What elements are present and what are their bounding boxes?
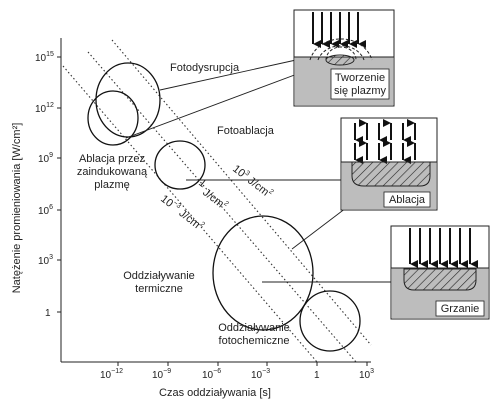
x-tick-label: 10−9 xyxy=(152,368,171,381)
label-ablacja-plazma-3: plazmę xyxy=(94,179,129,191)
label-termiczne-2: termiczne xyxy=(135,283,183,295)
inset-ablation: Ablacja xyxy=(340,117,438,211)
x-ticks: 10−12 10−9 10−6 10−3 1 103 xyxy=(100,362,374,381)
y-tick-label: 109 xyxy=(38,152,53,165)
y-tick-label: 1 xyxy=(45,308,51,319)
x-axis-label: Czas oddziaływania [s] xyxy=(159,387,271,399)
inset-plasma: Tworzenie się plazmy xyxy=(293,9,395,107)
region-fotodysrupcja xyxy=(95,62,161,138)
x-tick-label: 10−12 xyxy=(100,368,123,381)
y-axis-label: Natężenie promieniowania [W/cm²] xyxy=(11,123,23,294)
fluence-line-1 xyxy=(87,51,357,363)
region-fotoablacja xyxy=(154,140,206,190)
region-termiczne xyxy=(212,215,314,331)
inset-plasma-label-1: Tworzenie xyxy=(335,72,385,84)
region-fotochemiczne xyxy=(299,290,361,352)
inset-heating: Grzanie xyxy=(390,225,490,320)
label-termiczne-1: Oddziaływanie xyxy=(123,270,195,282)
region-ablacja-plazma xyxy=(87,90,139,146)
fluence-label-1e3: 103 J/cm2 xyxy=(230,162,275,201)
label-ablacja-plazma-2: zaindukowaną xyxy=(77,166,148,178)
inset-plasma-label-2: się plazmy xyxy=(334,85,386,97)
connector-plasma-top xyxy=(159,59,297,91)
x-tick-label: 10−6 xyxy=(202,368,221,381)
x-tick-label: 1 xyxy=(314,370,320,381)
y-tick-label: 103 xyxy=(38,254,53,267)
x-tick-label: 103 xyxy=(359,368,374,381)
label-fotochemiczne-2: fotochemiczne xyxy=(219,335,290,347)
y-tick-label: 1012 xyxy=(35,102,54,115)
y-tick-label: 106 xyxy=(38,204,53,217)
label-ablacja-plazma-1: Ablacja przez xyxy=(79,153,145,165)
inset-ablation-label: Ablacja xyxy=(389,194,426,206)
y-tick-label: 1015 xyxy=(35,51,54,64)
y-ticks: 1015 1012 109 106 103 1 xyxy=(35,51,61,319)
fluence-line-1e-3 xyxy=(62,65,318,363)
label-fotodysrupcja: Fotodysrupcja xyxy=(170,62,240,74)
x-tick-label: 10−3 xyxy=(251,368,270,381)
fluence-lines xyxy=(62,39,372,363)
fluence-label-1e-3: 10−3 J/cm2 xyxy=(158,192,206,233)
label-fotoablacja: Fotoablacja xyxy=(217,125,275,137)
inset-heating-label: Grzanie xyxy=(441,303,480,315)
fluence-line-1e3 xyxy=(111,39,372,346)
label-fotochemiczne-1: Oddziaływanie xyxy=(218,322,290,334)
fluence-label-1: 1 J/cm2 xyxy=(193,177,232,213)
